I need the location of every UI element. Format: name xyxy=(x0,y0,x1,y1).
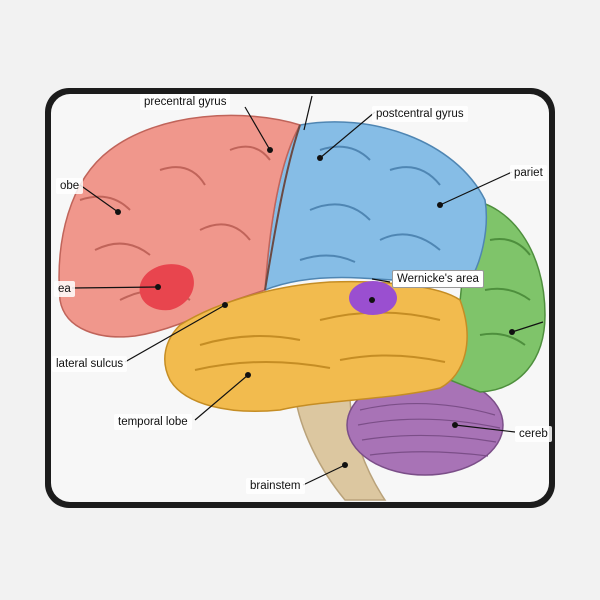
label-brainstem: brainstem xyxy=(246,478,305,494)
brocas-area xyxy=(139,264,194,311)
leader-lines xyxy=(71,95,544,486)
label-wernickes-area: Wernicke's area xyxy=(392,270,484,288)
label-frontal-lobe: obe xyxy=(56,178,84,194)
label-parietal: pariet xyxy=(510,165,547,181)
temporal-lobe xyxy=(164,280,468,412)
label-temporal-lobe: temporal lobe xyxy=(114,414,192,430)
label-postcentral-gyrus: postcentral gyrus xyxy=(372,106,468,122)
central-sulcus xyxy=(264,124,301,291)
brain-illustration xyxy=(58,114,546,501)
label-brocas-area: ea xyxy=(54,281,75,297)
label-cerebellum: cereb xyxy=(515,426,552,442)
leader-dots xyxy=(115,147,515,468)
label-lateral-sulcus: lateral sulcus xyxy=(52,356,128,372)
frontal-lobe xyxy=(58,114,302,338)
label-precentral-gyrus: precentral gyrus xyxy=(140,94,231,110)
